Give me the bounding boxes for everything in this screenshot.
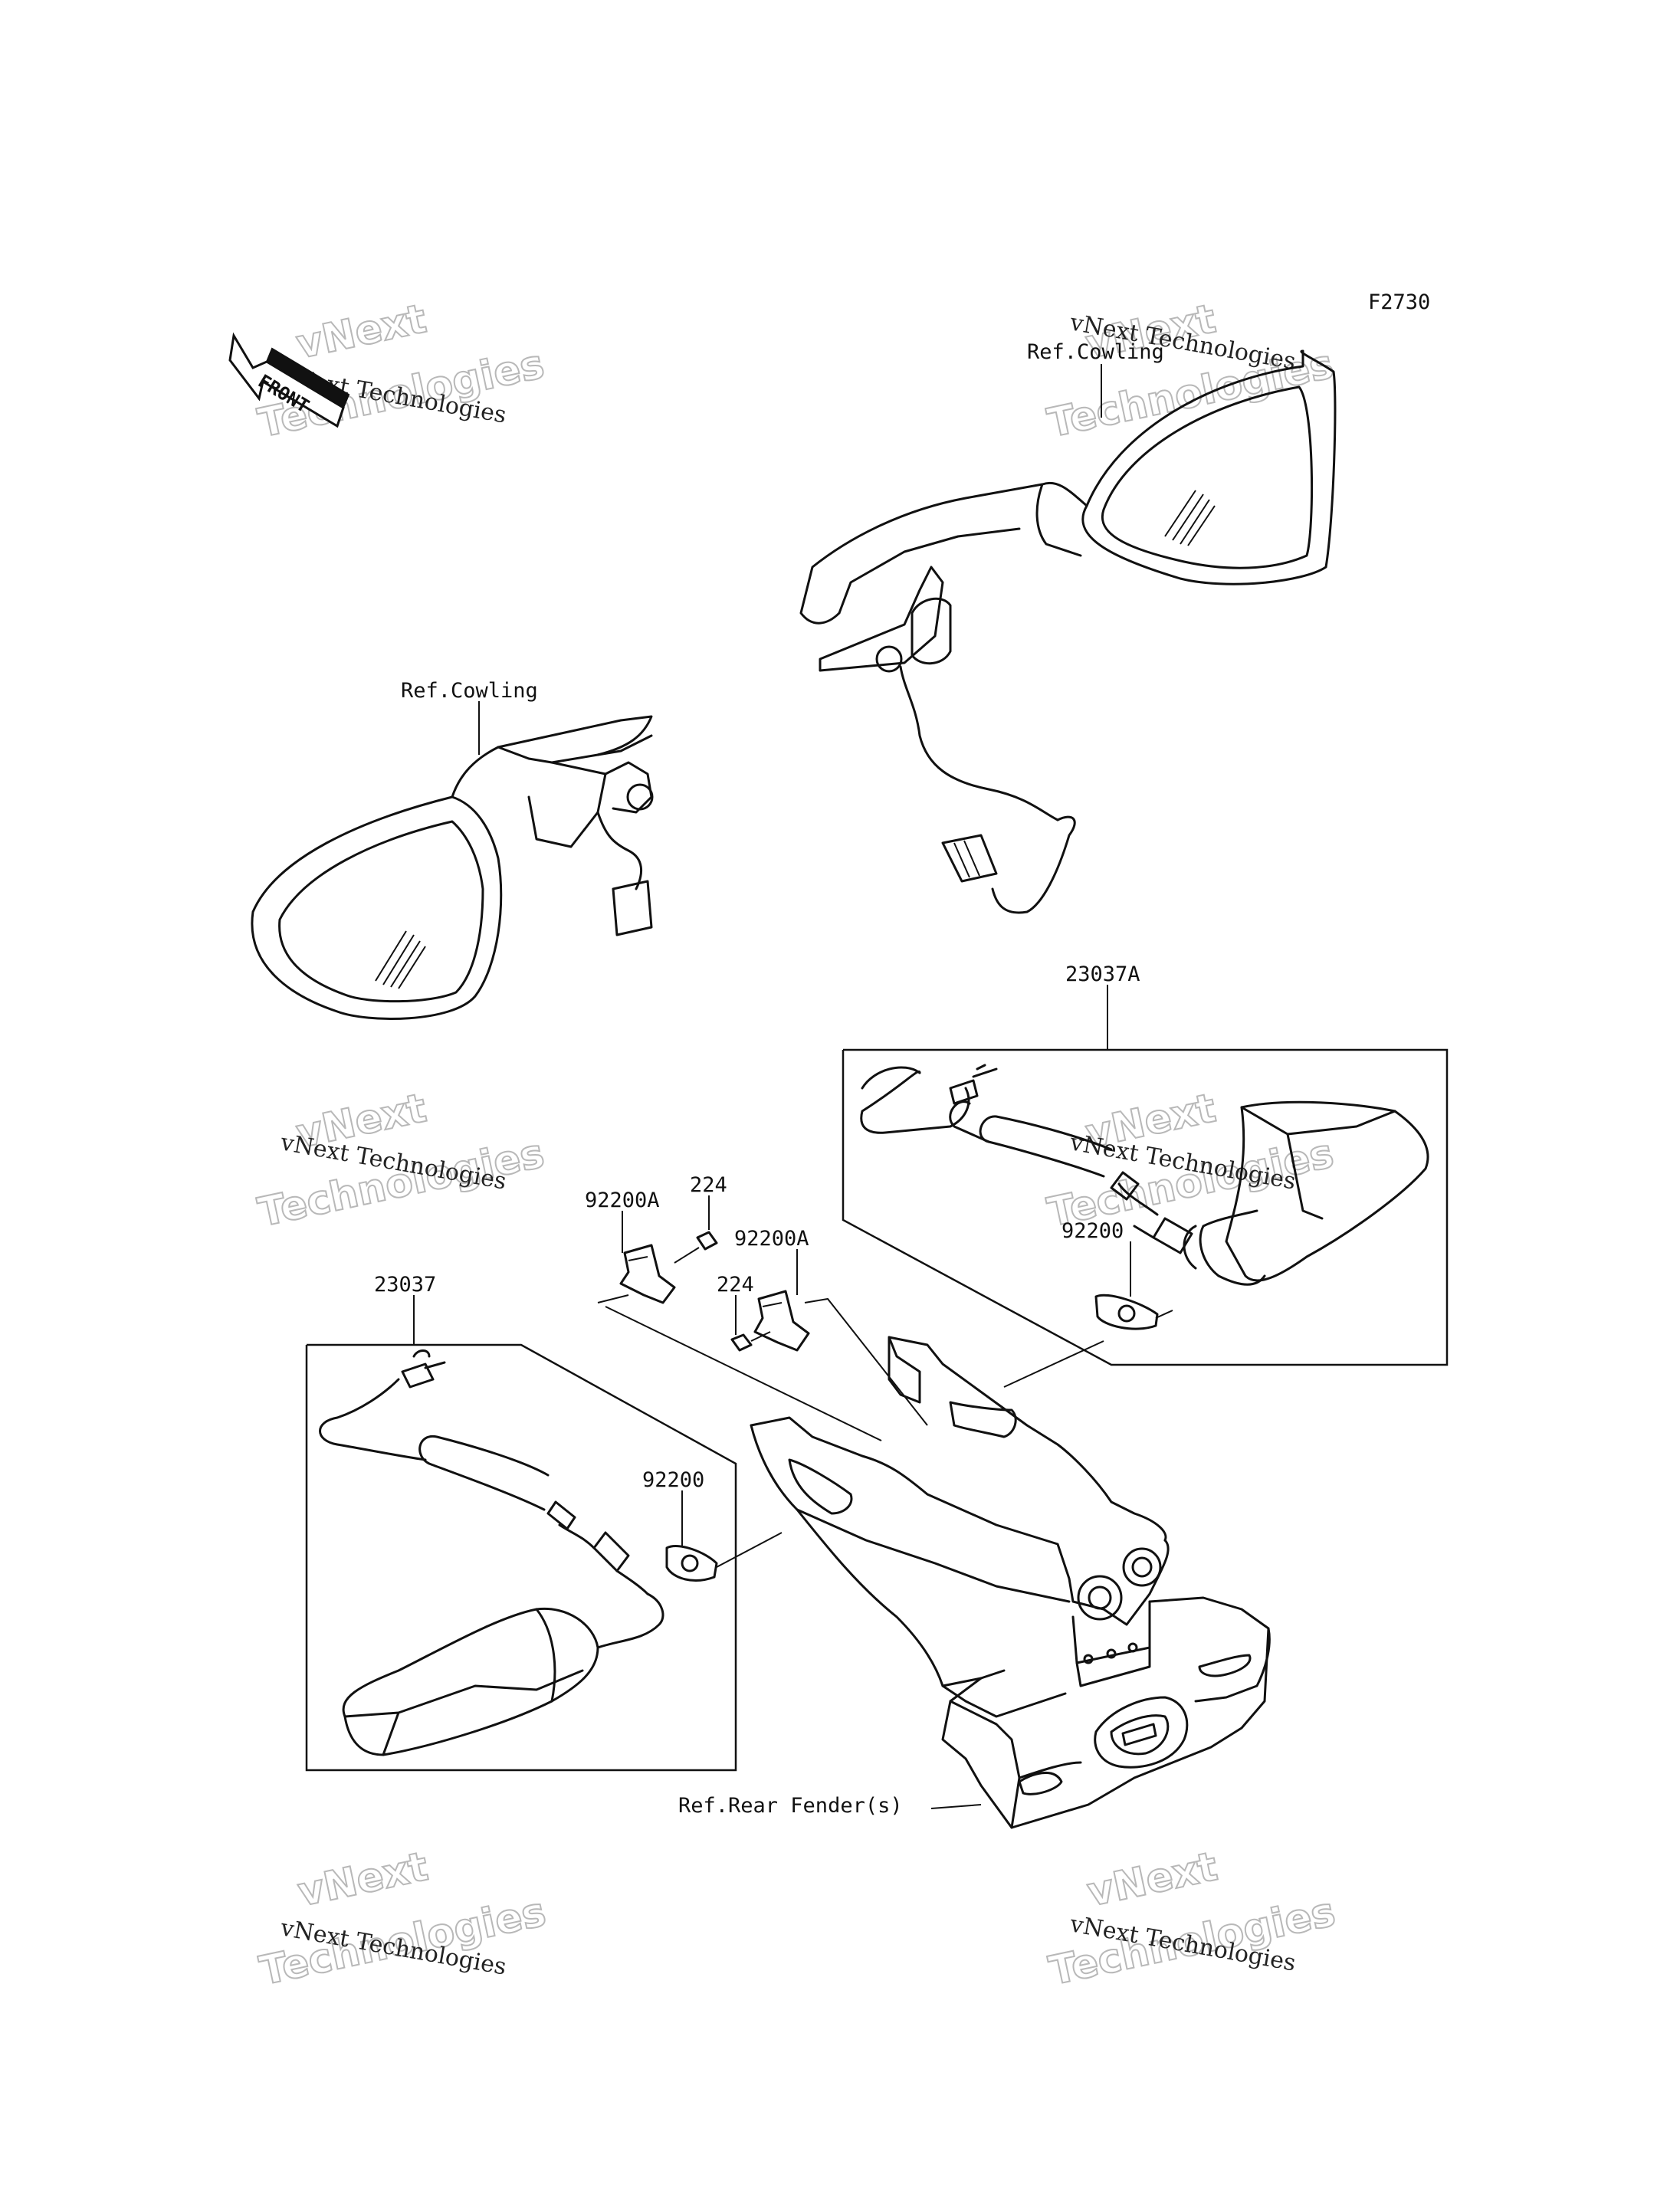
label-ref-cowling-left: Ref.Cowling — [401, 679, 538, 703]
leader-bracket-right — [804, 1297, 928, 1426]
grommet-92200-left — [665, 1490, 783, 1582]
svg-text:vNext: vNext — [293, 296, 431, 368]
bolt-224-top — [674, 1195, 718, 1264]
grommet-92200-right — [1094, 1241, 1173, 1330]
box-23037 — [305, 1295, 737, 1772]
label-224-top: 224 — [690, 1173, 727, 1197]
bolt-224-mid — [730, 1295, 771, 1352]
bracket-92200A-right — [753, 1249, 810, 1352]
leader-bracket-left — [605, 1306, 882, 1441]
rear-fender — [750, 1336, 1271, 1829]
label-92200-right: 92200 — [1061, 1219, 1124, 1243]
label-224-mid: 224 — [717, 1273, 754, 1297]
label-92200A-left: 92200A — [585, 1189, 660, 1212]
mirror-left — [251, 715, 654, 1021]
label-ref-rear-fender: Ref.Rear Fender(s) — [678, 1794, 903, 1818]
box-23037A — [842, 985, 1449, 1366]
label-23037A: 23037A — [1065, 962, 1140, 986]
svg-text:vNext: vNext — [294, 1844, 432, 1916]
figure-id: F2730 — [1368, 290, 1430, 314]
turn-signal-left — [319, 1349, 664, 1756]
label-92200A-right: 92200A — [734, 1227, 809, 1251]
label-ref-cowling-top: Ref.Cowling — [1027, 340, 1164, 364]
leader-bracket-left-tick — [597, 1294, 629, 1303]
turn-signal-right — [860, 1064, 1429, 1286]
leader-23037A-to-fender — [1003, 1340, 1104, 1388]
mirror-right — [799, 349, 1337, 914]
label-92200-left: 92200 — [642, 1468, 704, 1492]
leader-ref-rear-fender — [930, 1804, 982, 1809]
label-23037: 23037 — [374, 1273, 436, 1297]
svg-text:vNext: vNext — [1084, 1844, 1222, 1916]
bracket-92200A-left — [619, 1211, 676, 1304]
